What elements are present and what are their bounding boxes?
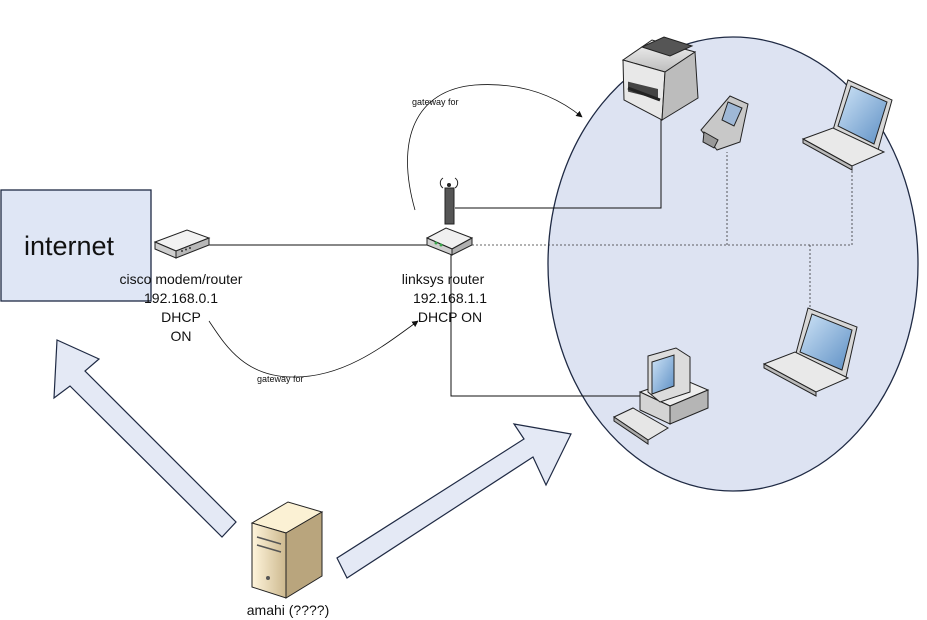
svg-text:192.168.1.1: 192.168.1.1 — [413, 290, 487, 306]
svg-text:ON: ON — [171, 328, 192, 344]
server-tower-icon — [250, 501, 324, 599]
printer-icon — [621, 36, 699, 121]
wireless-router-icon — [425, 177, 474, 256]
gateway-top-label: gateway for — [412, 97, 459, 107]
wireless-links — [460, 152, 853, 310]
internet-label: internet — [24, 231, 115, 261]
cisco-label: cisco modem/router 192.168.0.1 DHCP ON — [120, 271, 243, 344]
laptop-icon — [801, 79, 893, 171]
svg-text:linksys router: linksys router — [402, 271, 485, 287]
arrow-to-internet — [53, 339, 237, 538]
modem-icon — [153, 229, 211, 259]
internet-box — [0, 189, 152, 302]
svg-text:cisco modem/router: cisco modem/router — [120, 271, 243, 287]
linksys-label: linksys router 192.168.1.1 DHCP ON — [402, 271, 487, 325]
link-linksys-desktop — [450, 250, 640, 397]
arrow-to-lan — [336, 423, 572, 579]
svg-text:DHCP: DHCP — [161, 309, 201, 325]
svg-text:192.168.0.1: 192.168.0.1 — [144, 290, 218, 306]
amahi-label: amahi (????) — [247, 602, 330, 618]
desktop-computer-icon — [612, 347, 710, 445]
gateway-top-curve — [407, 84, 583, 211]
link-linksys-printer — [455, 108, 662, 209]
gateway-bottom-label: gateway for — [257, 374, 304, 384]
cell-phone-icon — [700, 95, 749, 151]
laptop-icon — [762, 307, 858, 397]
gateway-bottom-curve — [208, 320, 419, 378]
svg-text:DHCP ON: DHCP ON — [418, 309, 482, 325]
